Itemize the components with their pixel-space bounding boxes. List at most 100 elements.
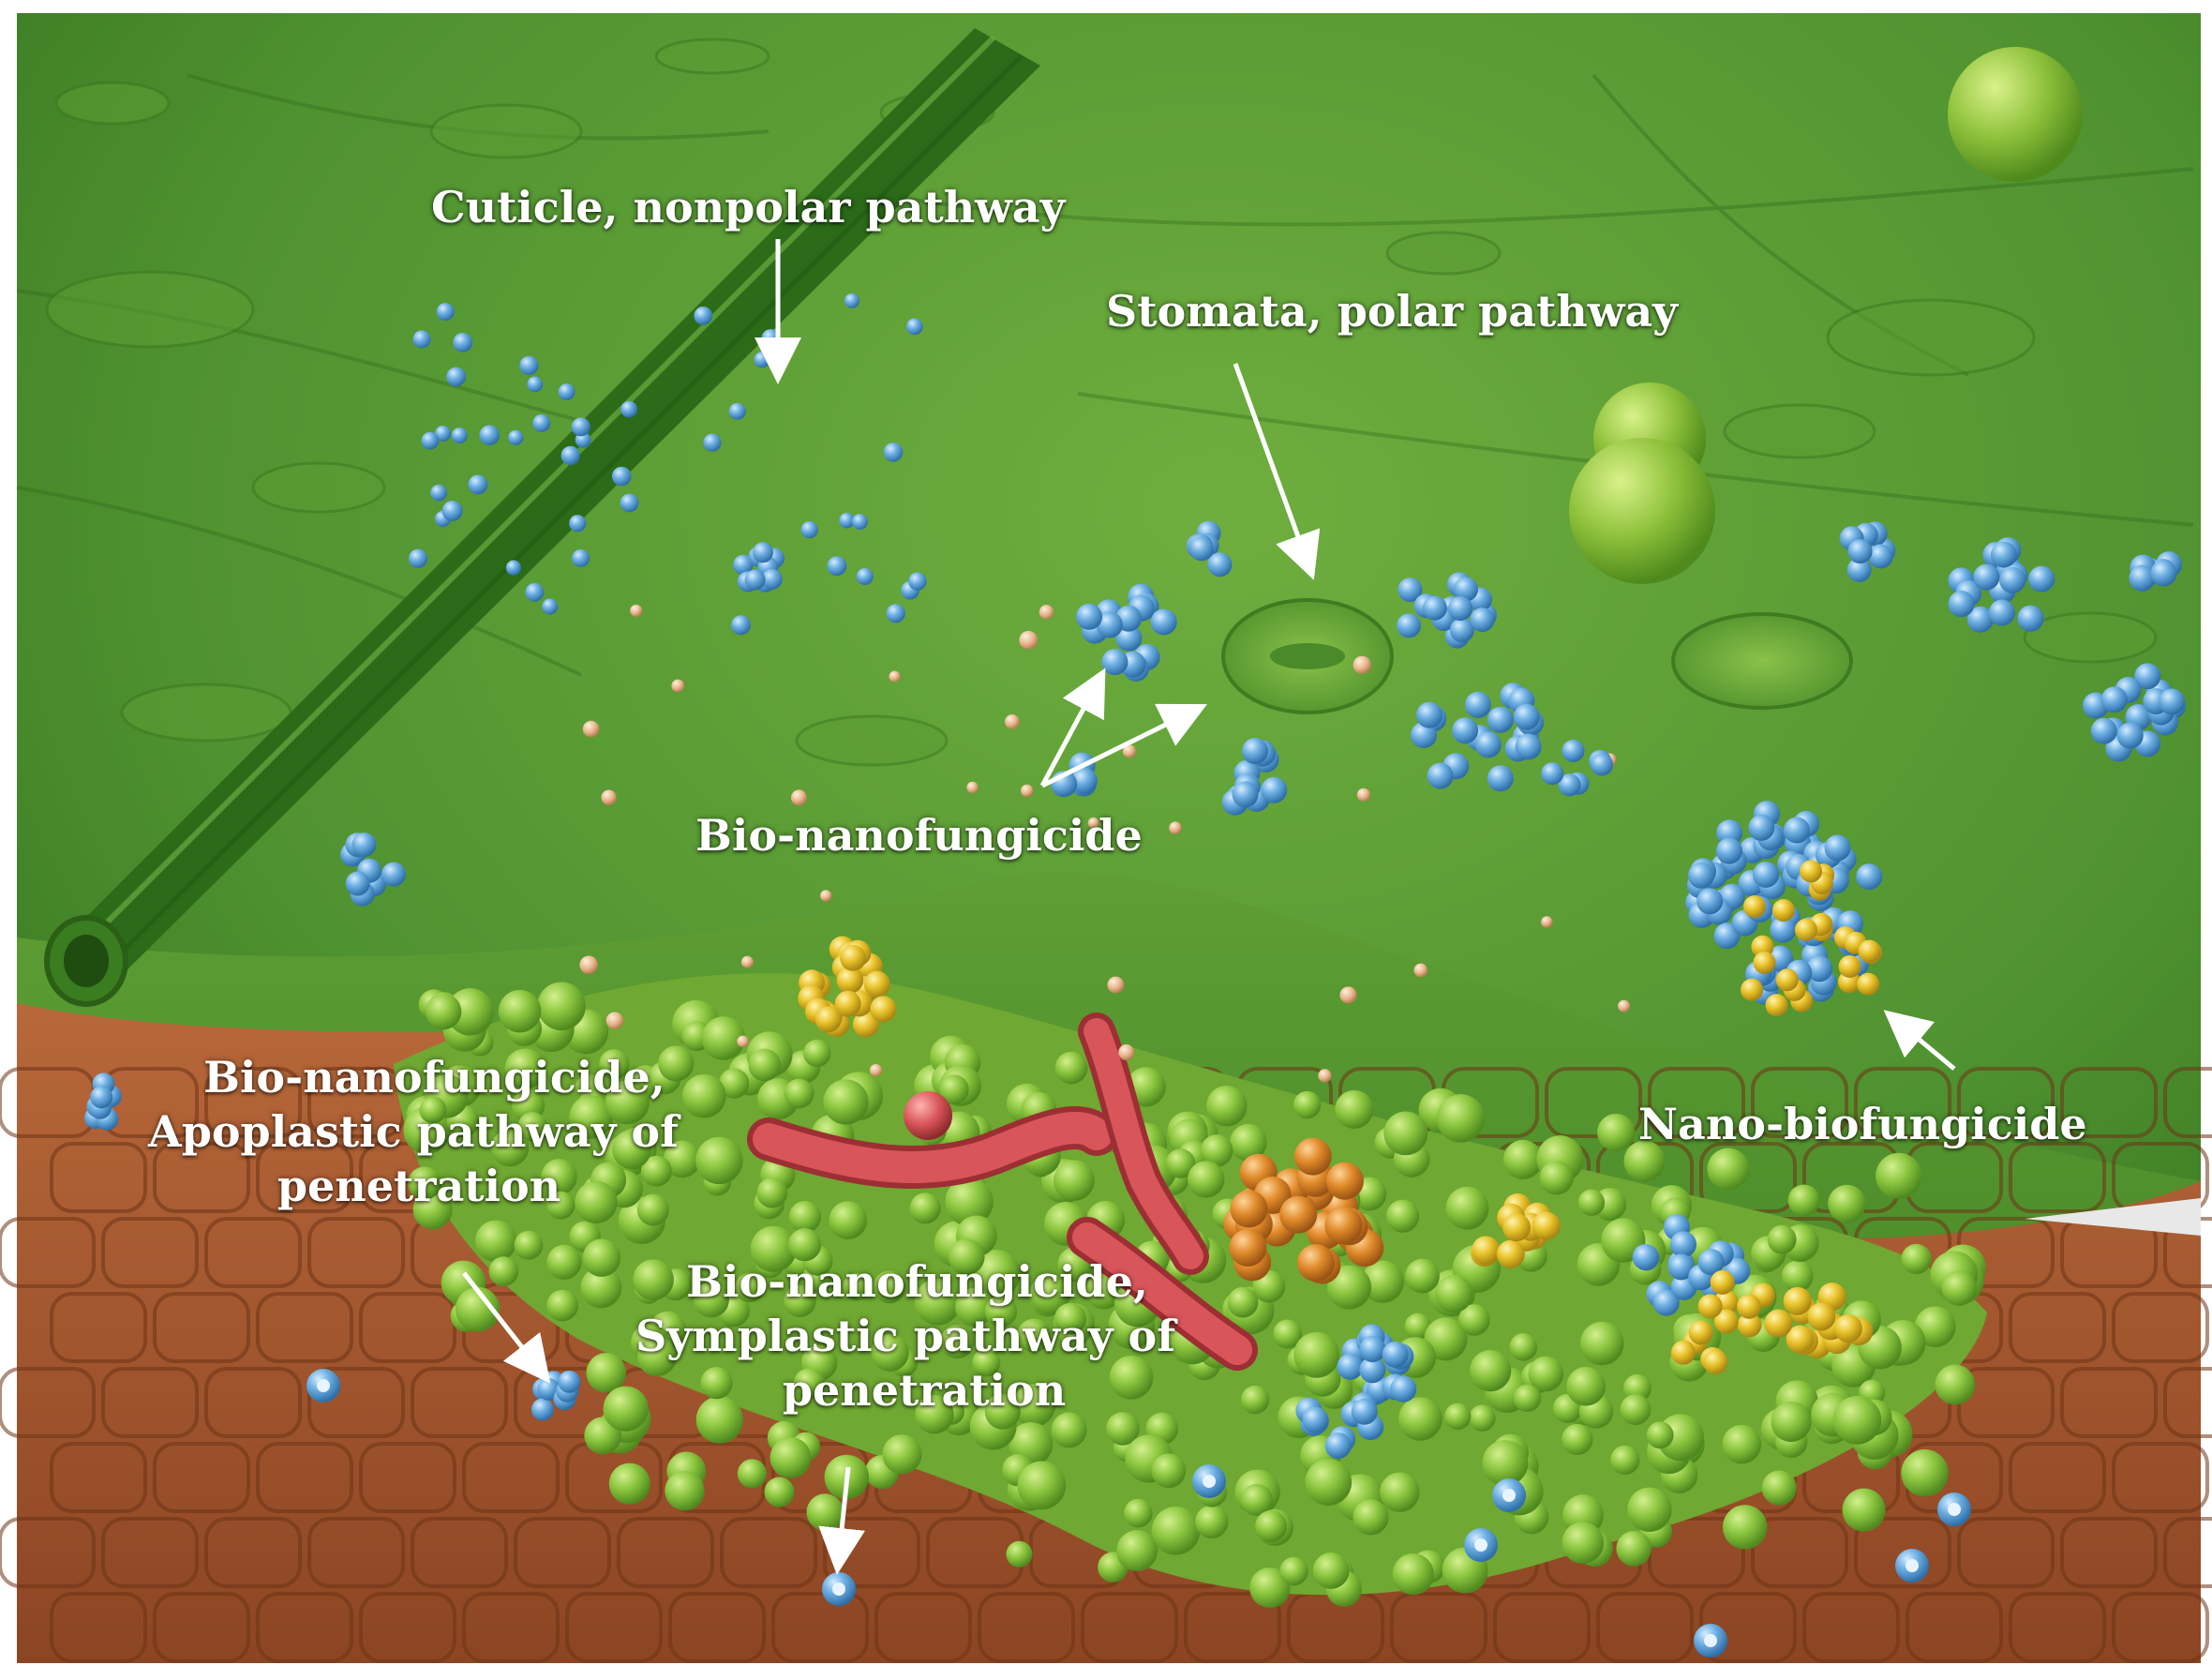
nanoparticle-icon (1688, 1320, 1713, 1345)
nanoparticle-icon (1339, 986, 1357, 1004)
epidermis-cell (307, 1367, 405, 1438)
stoma (1671, 612, 1853, 710)
yellow-cell (1502, 1213, 1532, 1242)
mesophyll-cell (1562, 1522, 1605, 1565)
mesophyll-cell (829, 1201, 868, 1239)
mesophyll-cell (665, 1470, 705, 1511)
nanoparticle-icon (1770, 916, 1797, 943)
nanoparticle-icon (1470, 608, 1495, 633)
mesophyll-cell (1623, 1140, 1666, 1182)
nanoparticle-icon (1857, 972, 1880, 996)
mesophyll-cell (915, 1394, 954, 1434)
mesophyll-cell (843, 1272, 871, 1301)
mesophyll-cell (658, 1045, 695, 1082)
mesophyll-cell (1562, 1423, 1593, 1456)
cuticle-bump (120, 682, 292, 742)
mesophyll-cell (546, 1289, 579, 1322)
mesophyll-cell (586, 1353, 627, 1393)
infected-cell (1296, 1244, 1335, 1282)
epidermis-cell (514, 1517, 611, 1588)
nanoparticle-icon (733, 554, 754, 576)
nanoparticle-icon (1999, 566, 2026, 593)
nanoparticle-core (1203, 1475, 1216, 1488)
mesophyll-cell (514, 1230, 544, 1260)
epidermis-cell (462, 1442, 560, 1513)
mesophyll-cell (1054, 1302, 1087, 1335)
nanoparticle-icon (1713, 1309, 1739, 1334)
mesophyll-cell (1165, 1148, 1196, 1178)
mesophyll-cell (1470, 1350, 1512, 1392)
nanoparticle-core (1474, 1538, 1487, 1552)
nanoparticle-icon (435, 425, 452, 442)
nanoparticle-icon (582, 720, 600, 738)
epidermis-cell (2009, 1142, 2106, 1213)
nanoparticle-icon (1948, 591, 1975, 618)
epidermis-cell (204, 1067, 302, 1138)
nanoparticle-icon (869, 1063, 883, 1077)
nanoparticle-icon (436, 303, 455, 322)
mesophyll-cell (1404, 1312, 1432, 1341)
mesophyll-cell (1434, 1274, 1473, 1313)
nanoparticle-icon (1487, 706, 1514, 733)
mesophyll-cell (984, 1295, 1018, 1328)
mesophyll-cell (1240, 1385, 1270, 1415)
nanoparticle-icon (1513, 703, 1540, 730)
label-symplastic-line2: Symplastic pathway of (635, 1311, 1175, 1361)
mesophyll-cell (719, 1068, 750, 1099)
mesophyll-cell (1828, 1184, 1866, 1223)
yellow-cell (1532, 1211, 1561, 1240)
nanoparticle-icon (1632, 1243, 1659, 1270)
nanoparticle-icon (479, 425, 500, 445)
epidermis-cell (462, 1592, 560, 1663)
nanoparticle-icon (525, 582, 545, 602)
nanoparticle-icon (620, 493, 639, 513)
mesophyll-cell (408, 1166, 441, 1200)
mesophyll-cell (1255, 1510, 1288, 1542)
nanoparticle-icon (351, 832, 377, 858)
nanoparticle-icon (1847, 539, 1873, 564)
nanoparticle-icon (889, 670, 901, 682)
epidermis-cell (0, 1217, 96, 1288)
nanoparticle-icon (1765, 994, 1788, 1017)
nanoparticle-icon (605, 1012, 624, 1029)
cuticle-bump (795, 714, 949, 767)
nanoparticle-icon (1359, 1336, 1386, 1363)
label-apoplastic-line3: penetration (276, 1161, 561, 1211)
epidermis-cell (2112, 1442, 2209, 1513)
nanoparticle-icon (827, 556, 847, 577)
mesophyll-cell (770, 1436, 812, 1478)
nanoparticle-icon (1716, 819, 1743, 847)
epidermis-cell (565, 1592, 663, 1663)
nanoparticle-icon (2090, 717, 2117, 744)
nanoparticle-icon (1562, 740, 1585, 763)
mesophyll-cell (636, 1337, 678, 1377)
label-symplastic: Bio-nanofungicide, Symplastic pathway of… (635, 1254, 1175, 1418)
nanoparticle-icon (1005, 714, 1020, 729)
infected-cell (1279, 1195, 1318, 1234)
nanoparticle-icon (345, 871, 370, 896)
mesophyll-cell (446, 988, 494, 1036)
mesophyll-cell (1230, 1123, 1267, 1162)
infected-cell (1293, 1137, 1332, 1176)
mesophyll-cell (1482, 1440, 1529, 1487)
cuticle-bump (1723, 403, 1876, 459)
nanoparticle-icon (1748, 814, 1775, 841)
epidermis-cell (874, 1592, 972, 1663)
mesophyll-cell (1723, 1505, 1768, 1550)
mesophyll-cell (1240, 1483, 1273, 1516)
mesophyll-cell (1458, 1304, 1490, 1336)
epidermis-cell (256, 1592, 353, 1663)
mesophyll-cell (1106, 1412, 1140, 1446)
mesophyll-cell (750, 1225, 797, 1272)
epidermis-cell (204, 1367, 302, 1438)
mesophyll-cell (1380, 1472, 1420, 1512)
mesophyll-cell (1405, 1258, 1440, 1294)
nanoparticle-icon (453, 333, 472, 352)
epidermis-cell (101, 1217, 199, 1288)
nanoparticle-icon (1019, 630, 1039, 650)
label-apoplastic: Bio-nanofungicide, Apoplastic pathway of… (148, 1050, 679, 1213)
arrow-stomata (1233, 363, 1321, 580)
mesophyll-cell (1054, 1051, 1088, 1085)
mesophyll-cell (1029, 1274, 1070, 1315)
label-bio-nanofungicide: Bio-nanofungicide (695, 810, 1143, 861)
